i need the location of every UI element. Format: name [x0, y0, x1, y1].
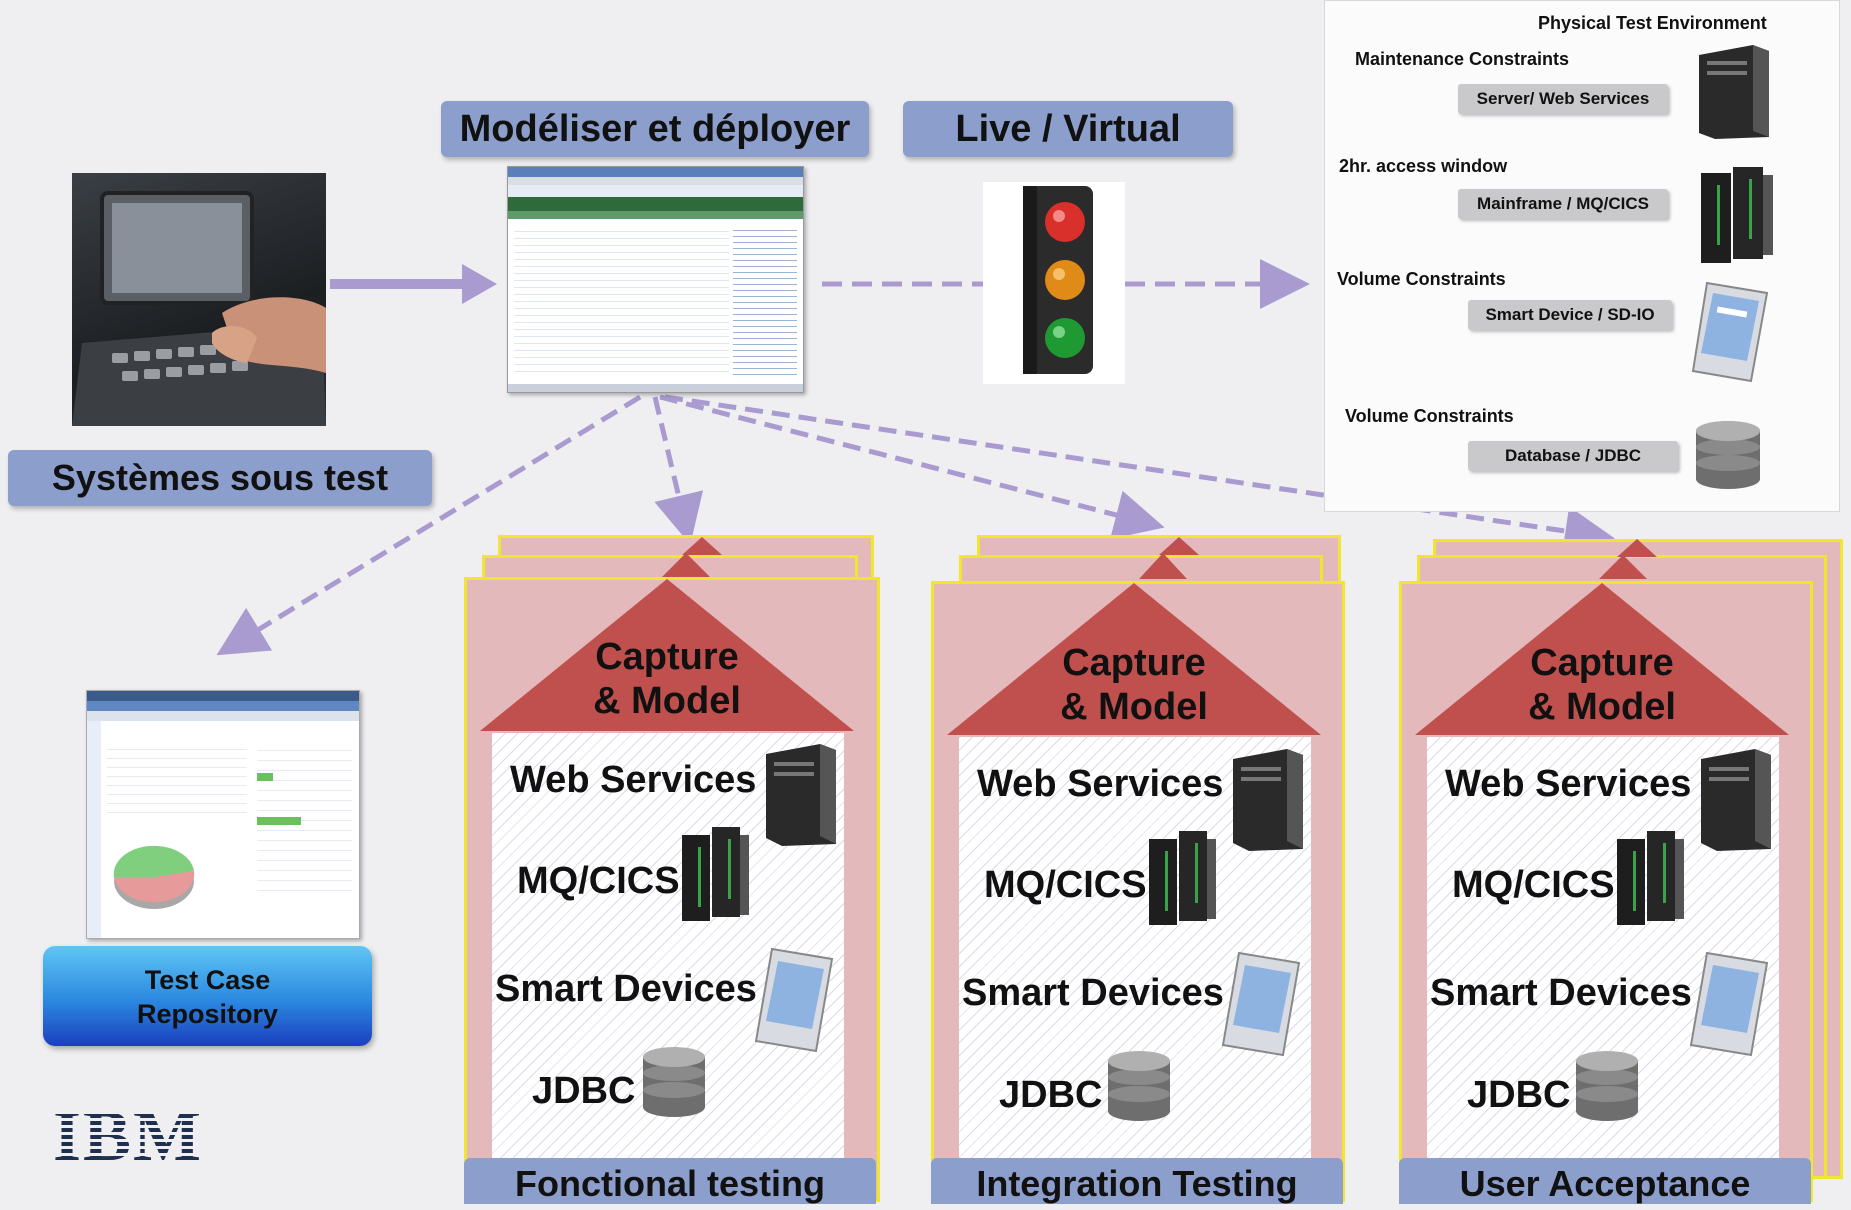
capture-model-text: Capture& Model: [593, 636, 741, 722]
env-title: Physical Test Environment: [1538, 13, 1767, 33]
mainframe-icon: [680, 825, 750, 930]
ibm-logo: IBM: [53, 1096, 213, 1176]
mainframe-icon: [1697, 165, 1775, 270]
mainframe-icon: [1615, 829, 1685, 934]
dashboard-screenshot: [86, 690, 360, 939]
tower-server-icon: [762, 740, 840, 853]
env-constraint-1: Maintenance Constraints: [1355, 49, 1570, 69]
mq-cics-text: MQ/CICS: [517, 860, 680, 902]
stack-functional: Capture& Model Web Services MQ/CICS Smar…: [462, 535, 912, 1204]
stack-acceptance: Capture& Model Web Services MQ/CICS Smar…: [1397, 535, 1847, 1204]
mq-cics-text: MQ/CICS: [1452, 864, 1615, 906]
test-case-repository-label: Test Case Repository: [43, 946, 372, 1046]
env-badge-3: Smart Device / SD-IO: [1468, 300, 1672, 330]
tower-server-icon: [1229, 745, 1307, 858]
stack-footer-label: Integration Testing: [931, 1158, 1343, 1204]
database-icon: [1693, 419, 1763, 494]
smart-device-icon: [752, 945, 834, 1060]
laptop-photo: [72, 173, 326, 426]
repo-label-line1: Test Case: [144, 965, 271, 995]
database-icon: [640, 1045, 708, 1122]
tower-server-icon: [1697, 745, 1775, 858]
smart-devices-text: Smart Devices: [962, 972, 1224, 1014]
stack-integration: Capture& Model Web Services MQ/CICS Smar…: [929, 535, 1379, 1204]
ibm-logo-text: IBM: [53, 1100, 203, 1168]
env-constraint-2: 2hr. access window: [1339, 156, 1508, 176]
mq-cics-text: MQ/CICS: [984, 864, 1147, 906]
capture-model-text: Capture& Model: [1528, 642, 1676, 728]
smart-device-icon: [1219, 949, 1301, 1064]
live-virtual-label: Live / Virtual: [903, 101, 1233, 157]
env-constraint-3: Volume Constraints: [1337, 269, 1506, 289]
smart-device-icon: [1689, 279, 1769, 388]
tower-server-icon: [1695, 41, 1773, 146]
stack-footer-label: User Acceptance: [1399, 1158, 1811, 1204]
physical-test-environment-panel: Physical Test Environment Maintenance Co…: [1324, 0, 1840, 512]
smart-devices-text: Smart Devices: [495, 968, 757, 1010]
traffic-light-image: [983, 182, 1125, 384]
web-services-text: Web Services: [510, 759, 757, 801]
web-services-text: Web Services: [1445, 763, 1692, 805]
capture-roof: [480, 537, 854, 731]
systems-under-test-label: Systèmes sous test: [8, 450, 432, 506]
asset-manager-screenshot: [507, 166, 804, 393]
capture-roof: [947, 537, 1321, 735]
jdbc-text: JDBC: [1467, 1074, 1571, 1116]
jdbc-text: JDBC: [999, 1074, 1103, 1116]
capture-roof: [1415, 539, 1789, 735]
model-deploy-label: Modéliser et déployer: [441, 101, 869, 157]
web-services-text: Web Services: [977, 763, 1224, 805]
jdbc-text: JDBC: [532, 1070, 636, 1112]
smart-device-icon: [1687, 949, 1769, 1064]
capture-model-text: Capture& Model: [1060, 642, 1208, 728]
env-badge-4: Database / JDBC: [1468, 441, 1678, 471]
repo-label-line2: Repository: [136, 999, 279, 1029]
env-badge-1: Server/ Web Services: [1458, 84, 1668, 114]
database-icon: [1573, 1049, 1641, 1126]
smart-devices-text: Smart Devices: [1430, 972, 1692, 1014]
env-badge-2: Mainframe / MQ/CICS: [1458, 189, 1668, 219]
stack-footer-label: Fonctional testing: [464, 1158, 876, 1204]
database-icon: [1105, 1049, 1173, 1126]
env-constraint-4: Volume Constraints: [1345, 406, 1514, 426]
mainframe-icon: [1147, 829, 1217, 934]
